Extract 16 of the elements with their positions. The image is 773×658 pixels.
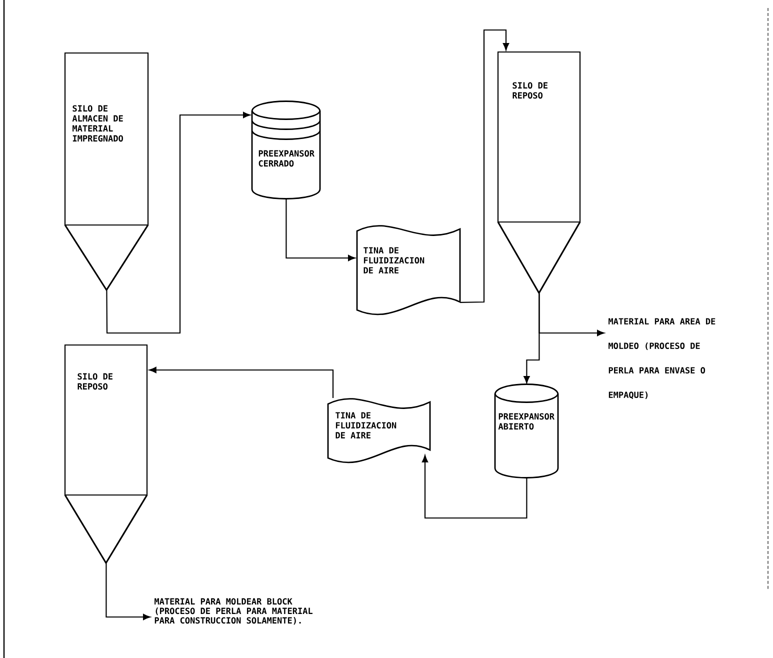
arrow	[149, 366, 334, 398]
tank-drawing: TINA DE FLUIDIZACION DE AIRE	[356, 225, 461, 316]
arrow	[286, 198, 356, 262]
arrow	[106, 112, 250, 334]
note-text: MATERIAL PARA MOLDEAR BLOCK (PROCESO DE PERLA PARA MATERIAL PARA CONSTRUCCION SOLAMENTE).	[154, 598, 312, 625]
preexpander-drawing: PREEXPANSOR ABIERTO	[494, 384, 559, 478]
silo-drawing: SILO DE REPOSO	[497, 51, 581, 294]
arrow	[106, 563, 150, 620]
arrow	[524, 293, 540, 384]
preexpander-drawing: PREEXPANSOR CERRADO	[251, 100, 321, 200]
note-text: MATERIAL PARA AREA DE MOLDEO (PROCESO DE PERLA PARA ENVASE O EMPAQUE)	[608, 318, 716, 400]
arrow	[460, 29, 510, 303]
arrow	[422, 455, 528, 519]
silo-drawing: SILO DE REPOSO	[64, 344, 148, 564]
tank-drawing: TINA DE FLUIDIZACION DE AIRE	[327, 398, 431, 464]
silo-drawing: SILO DE ALMACEN DE MATERIAL IMPREGNADO	[64, 52, 149, 291]
